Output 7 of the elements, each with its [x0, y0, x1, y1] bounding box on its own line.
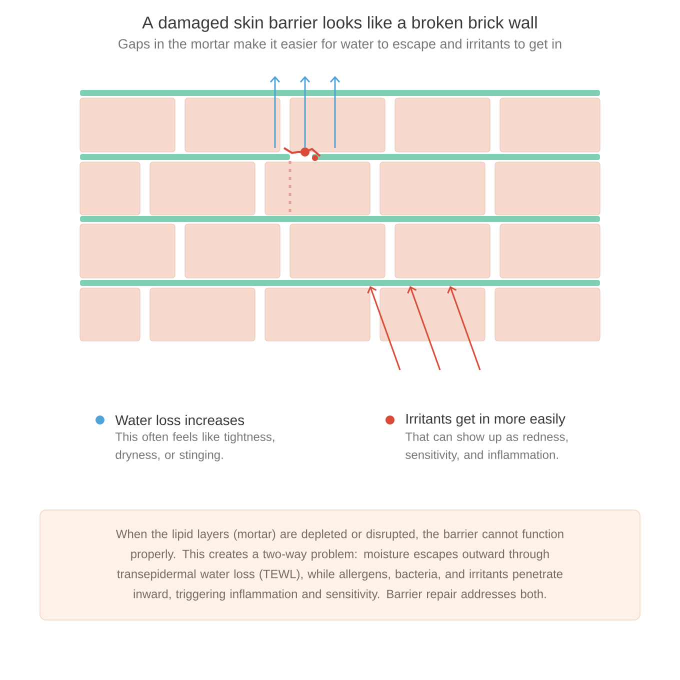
- subtitle: Gaps in the mortar make it easier for water to escape and irritants to get in: [118, 38, 562, 52]
- title: A damaged skin barrier looks like a broken brick wall: [142, 16, 537, 32]
- description-text: This often feels like tightness, dryness, or stinging.: [115, 432, 274, 462]
- description-text: That can show up as redness, sensitivity, and inflammation.: [405, 432, 568, 462]
- legend-label: Water loss increases: [115, 414, 244, 426]
- legend-label: Irritants get in more easily: [406, 413, 566, 427]
- note-box: When the lipid layers (mortar) are depleted or disrupted, the barrier cannot function properly. This creates a two-way problem: moisture escapes outward through transepidermal water loss (TEWL), while allergens, bacteria, and irritants penetrate inward, triggering inflammation and sensitivity. Barrier repair addresses both.: [40, 510, 640, 620]
